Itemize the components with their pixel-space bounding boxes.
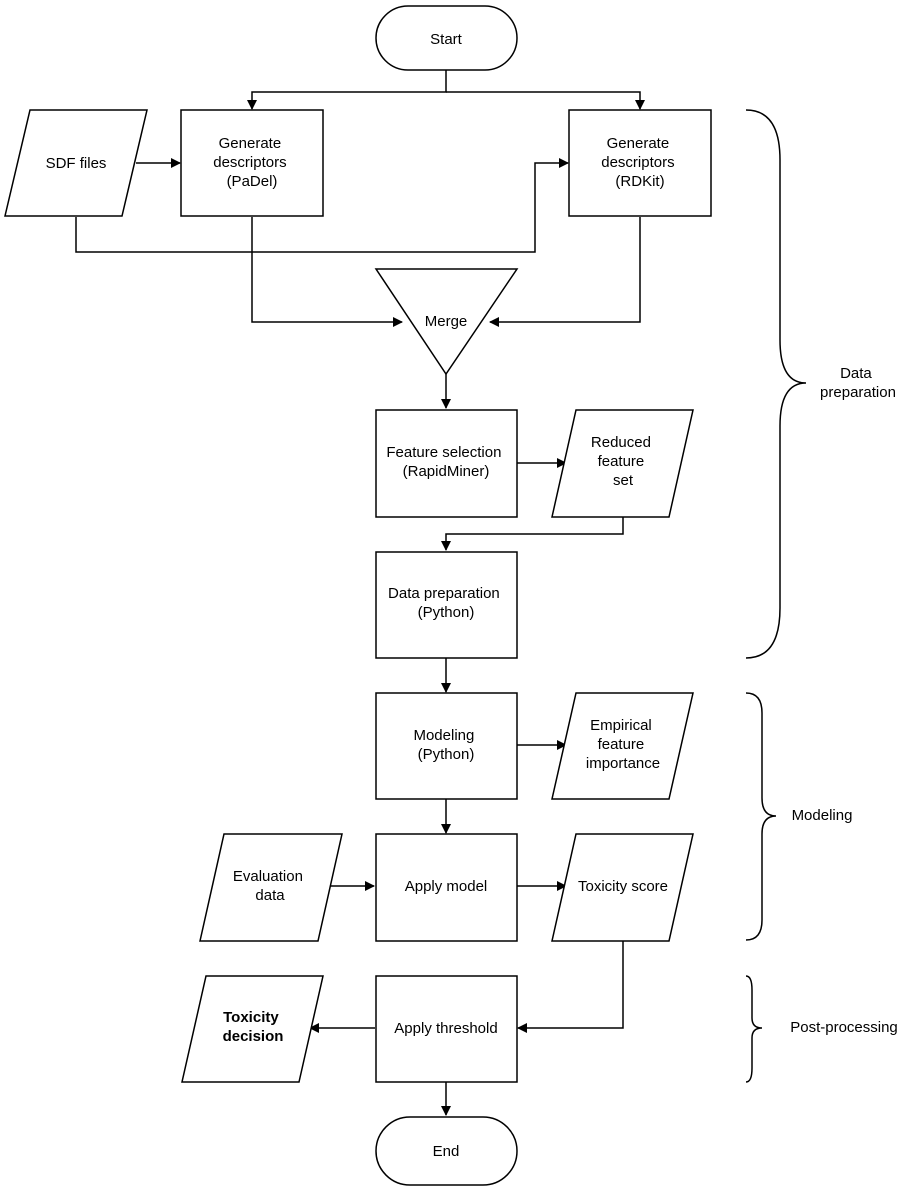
phase-post-processing-label: Post-processing (790, 1019, 898, 1036)
edge-start-split (247, 70, 447, 110)
brace-post-processing (745, 975, 763, 1083)
node-generate-descriptors-rdkit-label: Generate descriptors (RDKit) (601, 135, 679, 190)
node-data-preparation-python-label: Data preparation (Python) (388, 585, 504, 621)
node-toxicity-score: Toxicity score (551, 833, 694, 942)
edge-start-rdkit (446, 91, 645, 110)
node-apply-model-label: Apply model (405, 878, 488, 895)
node-data-preparation-python: Data preparation (Python) (375, 551, 518, 659)
edge-padel-merge (251, 217, 403, 327)
node-reduced-feature-set-label: Reduced feature set (591, 434, 655, 489)
node-sdf-files: SDF files (4, 109, 148, 217)
node-empirical-feature-importance: Empirical feature importance (551, 692, 694, 800)
node-start: Start (375, 5, 518, 71)
node-start-label: Start (430, 31, 463, 48)
node-end-label: End (433, 1143, 460, 1160)
edge-rdkit-merge (489, 217, 641, 327)
edges (75, 70, 645, 1116)
brace-modeling (745, 692, 777, 941)
node-merge-label: Merge (425, 313, 468, 330)
node-apply-model: Apply model (375, 833, 518, 942)
node-toxicity-decision: Toxicity decision (181, 975, 324, 1083)
node-apply-threshold: Apply threshold (375, 975, 518, 1083)
edge-reduced-dataprep (441, 517, 624, 551)
node-merge: Merge (374, 268, 519, 376)
node-modeling-python-label: Modeling (Python) (413, 727, 478, 763)
phase-data-preparation: Data preparation (745, 109, 896, 659)
phase-modeling-label: Modeling (792, 807, 853, 824)
node-evaluation-data-label: Evaluation data (233, 868, 307, 904)
node-end: End (375, 1116, 518, 1186)
edge-toxscore-threshold (517, 941, 624, 1033)
node-evaluation-data: Evaluation data (199, 833, 343, 942)
phase-data-preparation-label: Data preparation (820, 365, 896, 401)
phase-modeling: Modeling (745, 692, 853, 941)
node-apply-threshold-label: Apply threshold (394, 1020, 497, 1037)
edge-sdf-rdkit (75, 158, 569, 253)
node-toxicity-score-label: Toxicity score (578, 878, 668, 895)
phase-post-processing: Post-processing (745, 975, 898, 1083)
node-generate-descriptors-padel: Generate descriptors (PaDel) (180, 109, 324, 217)
node-generate-descriptors-rdkit: Generate descriptors (RDKit) (568, 109, 712, 217)
node-feature-selection-label: Feature selection (RapidMiner) (386, 444, 505, 480)
node-reduced-feature-set: Reduced feature set (551, 409, 694, 518)
node-empirical-feature-importance-label: Empirical feature importance (586, 717, 660, 772)
node-feature-selection: Feature selection (RapidMiner) (375, 409, 518, 518)
brace-data-preparation (745, 109, 807, 659)
node-generate-descriptors-padel-label: Generate descriptors (PaDel) (213, 135, 291, 190)
node-modeling-python: Modeling (Python) (375, 692, 518, 800)
node-sdf-files-label: SDF files (46, 155, 107, 172)
node-toxicity-decision-label: Toxicity decision (223, 1009, 284, 1045)
